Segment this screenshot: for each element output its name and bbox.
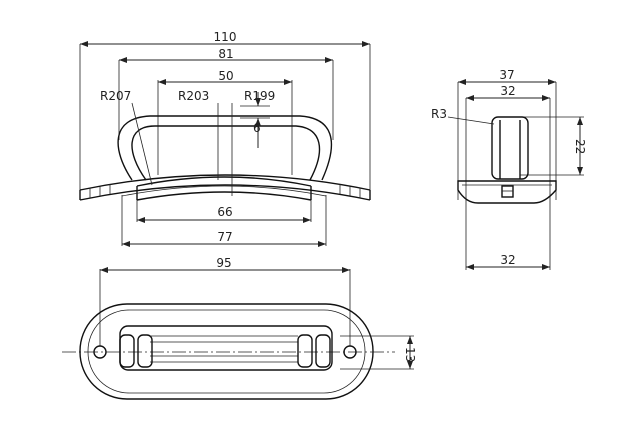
dim-6: 6 — [253, 121, 261, 135]
side-view: 110 81 50 66 77 R207 R203 R199 — [79, 30, 371, 247]
end-handle-outline — [491, 116, 529, 180]
dim-110: 110 — [214, 30, 237, 44]
base-top-curve — [79, 174, 371, 191]
radius-207: R207 — [100, 89, 131, 103]
radius-3: R3 — [431, 107, 447, 121]
radius-203: R203 — [178, 89, 209, 103]
end-base-nut — [501, 185, 514, 198]
dim-32-top: 32 — [500, 84, 515, 98]
dim-37: 37 — [499, 68, 514, 82]
end-base — [457, 180, 557, 204]
handle-outer-outline — [117, 115, 332, 181]
end-view: 37 32 22 32 R3 — [431, 68, 587, 270]
top-outer-oval — [79, 303, 374, 400]
top-view: 95 13 — [62, 256, 417, 400]
mounting-hole-right — [343, 345, 357, 359]
dim-66: 66 — [217, 205, 232, 219]
dim-32-bottom: 32 — [500, 253, 515, 267]
base-pad-upper — [136, 176, 312, 187]
handle-inner-outline — [131, 125, 321, 181]
dim-81: 81 — [218, 47, 233, 61]
dim-13: 13 — [403, 347, 417, 362]
mounting-hole-left — [93, 345, 107, 359]
base-bottom-curve — [79, 184, 371, 201]
dim-95: 95 — [216, 256, 231, 270]
base-pad-lower — [136, 191, 312, 201]
dim-22: 22 — [573, 139, 587, 154]
dim-50: 50 — [218, 69, 233, 83]
dim-77: 77 — [217, 230, 232, 244]
radius-199: R199 — [244, 89, 275, 103]
